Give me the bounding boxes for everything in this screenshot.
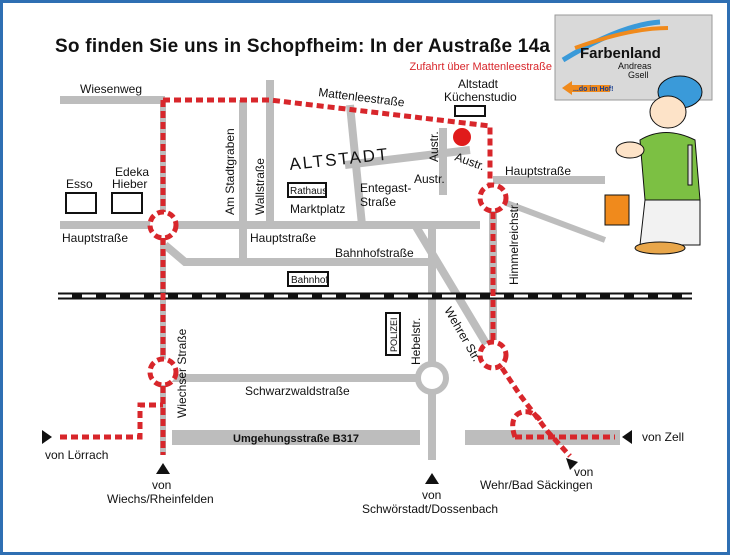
- label-wiechser: Wiechser Straße: [175, 328, 189, 418]
- label-bahnhof: Bahnhof: [291, 275, 328, 286]
- label-himmelreich: Himmelreichstr.: [507, 202, 521, 285]
- label-austr-2: Austr.: [453, 150, 487, 174]
- label-austr-3: Austr.: [414, 172, 445, 186]
- polizei-box: [385, 312, 401, 356]
- label-polizei: POLIZEI: [389, 317, 399, 352]
- arrow-wehr-icon: [566, 458, 578, 470]
- bahnhof-box: [287, 271, 329, 287]
- destination-marker: [453, 128, 471, 146]
- label-edeka-2: Hieber: [112, 177, 147, 191]
- label-von-wehr-1: von: [574, 465, 593, 479]
- kuechenstudio-box: [454, 105, 486, 117]
- road-wehrer: [411, 222, 497, 358]
- roundabout-hebel: [415, 361, 449, 395]
- logo-owner-1: Andreas: [618, 61, 652, 71]
- rathaus-box: [287, 182, 327, 198]
- road-b317: [172, 430, 420, 445]
- label-austr-1: Austr.: [427, 131, 441, 162]
- label-kuechen-2: Küchenstudio: [444, 90, 517, 104]
- roundabout-hauptstrasse: [147, 209, 179, 241]
- label-von-wiechs-1: von: [152, 478, 171, 492]
- label-wiesenweg: Wiesenweg: [80, 82, 142, 96]
- logo-arrow-text: ...do im Hof!: [573, 86, 613, 93]
- label-entegast-1: Entegast-: [360, 181, 411, 195]
- label-von-loerrach: von Lörrach: [45, 448, 108, 462]
- arrow-schwoerstadt-icon: [425, 473, 439, 484]
- label-edeka-1: Edeka: [115, 165, 149, 179]
- subtitle: Zufahrt über Mattenleestraße: [410, 61, 552, 73]
- road-altstadt-inner: [344, 146, 471, 169]
- painter-mascot-illustration: [604, 75, 703, 255]
- route: [60, 97, 615, 458]
- edeka-box: [111, 192, 143, 214]
- arrow-wiechs-icon: [156, 463, 170, 474]
- label-hebelstr: Hebelstr.: [409, 318, 423, 365]
- label-wallstrasse: Wallstraße: [253, 158, 267, 215]
- label-hauptstrasse-right: Hauptstraße: [505, 164, 571, 178]
- label-schwarzwald: Schwarzwaldstraße: [245, 384, 350, 398]
- esso-box: [65, 192, 97, 214]
- page-title: So finden Sie uns in Schopfheim: In der …: [55, 36, 550, 57]
- label-von-zell: von Zell: [642, 430, 684, 444]
- roundabout-wiechser: [147, 356, 179, 388]
- label-altstadt: ALTSTADT: [288, 145, 390, 174]
- label-umgehung: Umgehungsstraße B317: [233, 433, 359, 445]
- roundabout-wehrer: [477, 339, 509, 371]
- label-am-stadtgraben: Am Stadtgraben: [223, 128, 237, 215]
- logo-brand: Farbenland: [580, 45, 661, 62]
- roundabout-east: [477, 182, 509, 214]
- label-marktplatz: Marktplatz: [290, 202, 345, 216]
- road-bahnhofstrasse: [162, 241, 430, 266]
- label-von-schwoer-2: Schwörstadt/Dossenbach: [362, 502, 498, 516]
- arrow-zell-icon: [622, 430, 632, 444]
- label-bahnhofstrasse: Bahnhofstraße: [335, 246, 414, 260]
- label-von-wehr-2: Wehr/Bad Säckingen: [480, 478, 593, 492]
- logo-owner-2: Gsell: [628, 70, 649, 80]
- arrow-loerrach-icon: [42, 430, 52, 444]
- label-von-wiechs-2: Wiechs/Rheinfelden: [107, 492, 214, 506]
- label-hauptstrasse-mid: Hauptstraße: [250, 231, 316, 245]
- label-entegast-2: Straße: [360, 195, 396, 209]
- road-east-link: [491, 195, 607, 243]
- label-esso: Esso: [66, 177, 93, 191]
- label-von-schwoer-1: von: [422, 488, 441, 502]
- label-hauptstrasse-left: Hauptstraße: [62, 231, 128, 245]
- roads: [60, 80, 607, 460]
- label-rathaus: Rathaus: [290, 186, 327, 197]
- label-kuechen-1: Altstadt: [458, 77, 499, 91]
